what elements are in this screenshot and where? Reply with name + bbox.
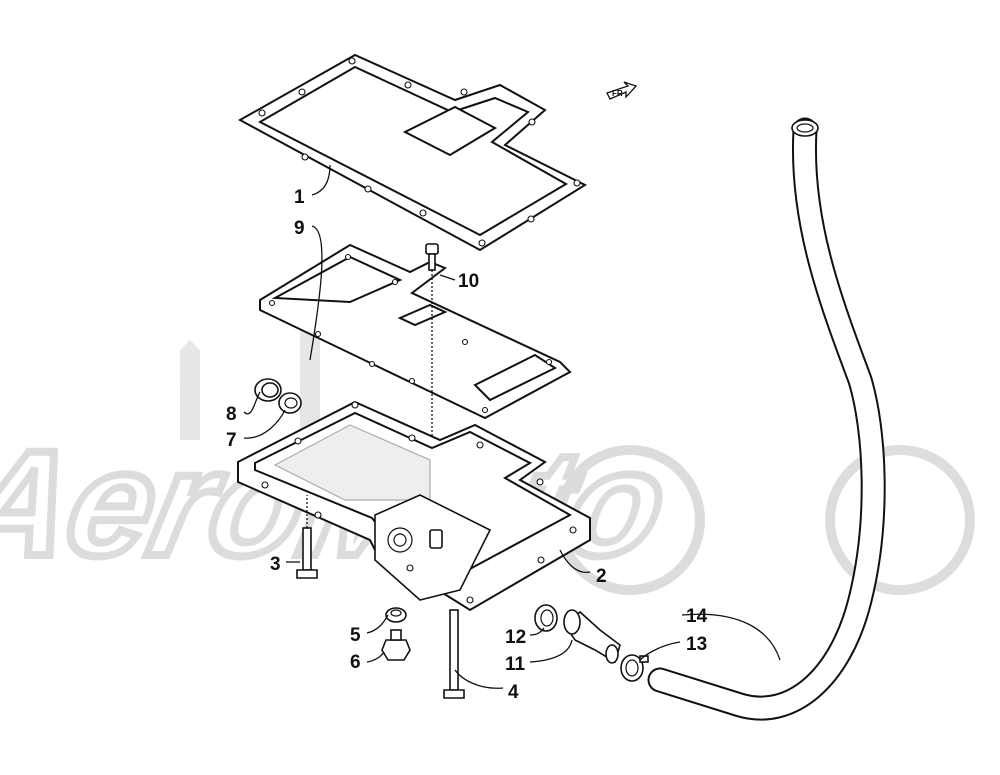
callout-5: 5 (350, 625, 361, 646)
callout-2: 2 (596, 566, 607, 587)
drain-plug (381, 629, 411, 661)
drain-washer (385, 607, 407, 623)
callout-6: 6 (350, 652, 361, 673)
callout-7: 7 (226, 430, 237, 451)
callout-9: 9 (294, 218, 305, 239)
callout-4: 4 (508, 682, 519, 703)
callout-14: 14 (686, 606, 708, 627)
oil-pan (237, 400, 591, 612)
callout-labels: 1 2 3 4 5 6 7 8 9 10 11 12 13 14 (226, 187, 708, 703)
hose-clamp (620, 654, 649, 682)
breather-hose (647, 117, 886, 721)
callout-13: 13 (686, 634, 707, 655)
hose-fitting (563, 609, 621, 664)
fitting-o-ring (534, 604, 558, 632)
filler-plug (254, 378, 282, 402)
callout-3: 3 (270, 554, 281, 575)
front-arrow-label: FR (612, 89, 623, 98)
front-direction-arrow: FR (606, 81, 638, 100)
callout-11: 11 (505, 654, 526, 675)
callout-10: 10 (458, 271, 479, 292)
plug-washer (278, 392, 302, 414)
leader-lines (243, 164, 781, 689)
callout-1: 1 (294, 187, 305, 208)
callout-8: 8 (226, 404, 237, 425)
baffle-screw (425, 243, 439, 440)
short-bolt (296, 495, 318, 579)
upper-gasket (237, 53, 588, 252)
callout-12: 12 (505, 627, 526, 648)
long-bolt (443, 609, 465, 699)
baffle-plate (259, 243, 572, 420)
